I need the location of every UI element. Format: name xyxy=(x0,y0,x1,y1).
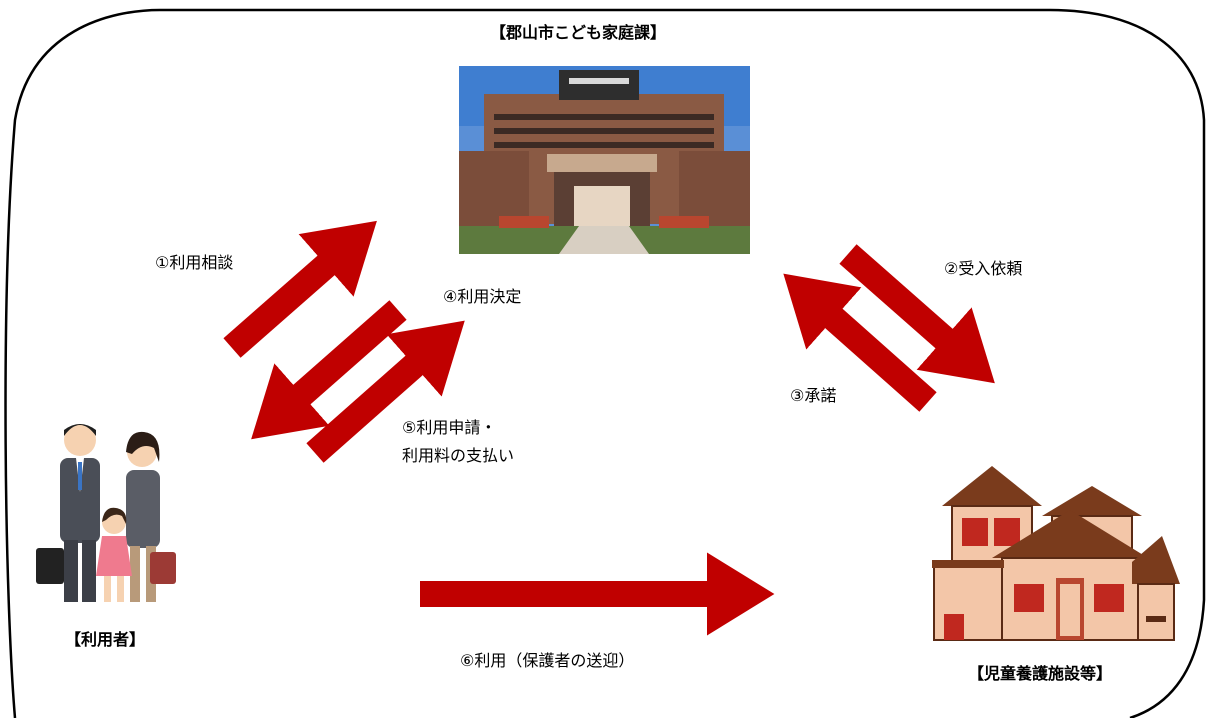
arrow-step3 xyxy=(783,273,937,412)
step5-label-line2: 利用料の支払い xyxy=(402,446,515,465)
facility-label: 【児童養護施設等】 xyxy=(968,664,1113,683)
step4-label: ④利用決定 xyxy=(443,287,522,306)
step6-label: ⑥利用（保護者の送迎） xyxy=(460,651,635,670)
step3-label: ③承諾 xyxy=(790,386,837,405)
step1-label: ①利用相談 xyxy=(155,253,234,272)
arrow-step1 xyxy=(223,220,377,358)
arrow-step2 xyxy=(839,244,995,384)
step2-label: ②受入依頼 xyxy=(944,259,1023,278)
facility-house-illustration xyxy=(932,466,1180,641)
step5-label-line1: ⑤利用申請・ xyxy=(402,418,497,437)
user-label: 【利用者】 xyxy=(65,630,146,649)
city-office-label: 【郡山市こども家庭課】 xyxy=(490,23,667,42)
arrow-step4 xyxy=(251,300,407,440)
city-office-building-image xyxy=(459,66,750,254)
arrow-step5 xyxy=(306,320,465,463)
user-family-illustration xyxy=(36,424,176,602)
